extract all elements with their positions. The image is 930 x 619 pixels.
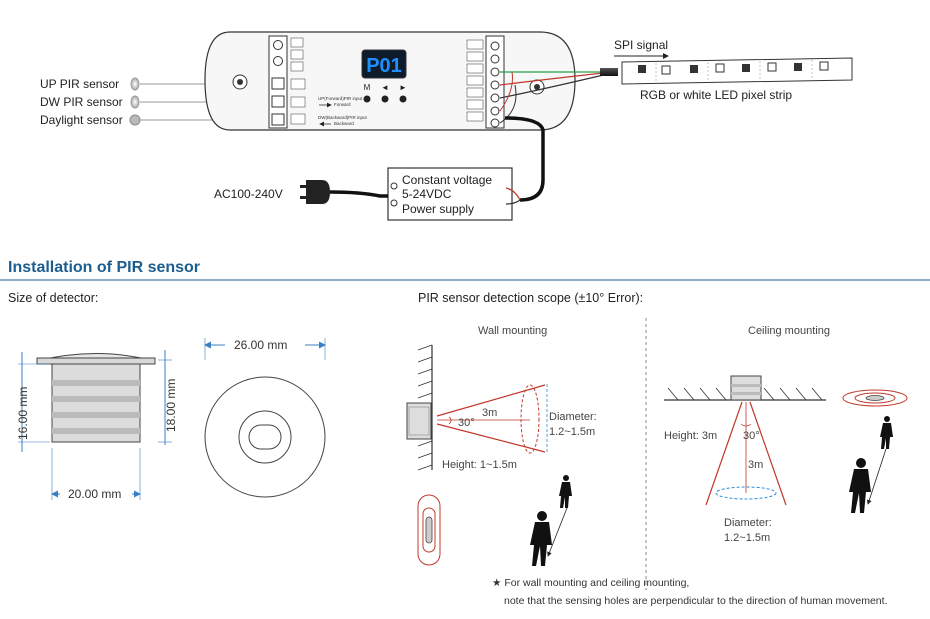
led-strip-label: RGB or white LED pixel strip [640, 88, 792, 102]
right-button[interactable] [399, 95, 407, 103]
psu-line-2: 5-24VDC [402, 187, 452, 201]
detector-side-view: 16.00 mm 18.00 mm 20.00 mm [16, 350, 178, 501]
dw-input-sub: Backward [334, 121, 354, 126]
installation-note: ★ For wall mounting and ceiling mounting… [492, 577, 888, 607]
daylight-sensor-icon [129, 114, 141, 126]
up-pir-label: UP PIR sensor [40, 77, 119, 91]
ceiling-height: Height: 3m [664, 430, 717, 442]
ceiling-mounting-diagram: Ceiling mounting 30° 3m Height: 3m Diame… [664, 325, 908, 544]
display-readout: P01 [366, 55, 402, 77]
width-20-label: 20.00 mm [68, 487, 121, 501]
psu-line-1: Constant voltage [402, 173, 492, 187]
dw-pir-sensor-icon [130, 95, 140, 109]
up-input-sub: Forward [334, 102, 351, 107]
led-display [361, 49, 407, 79]
note-line-1: ★ For wall mounting and ceiling mounting… [492, 577, 689, 589]
ceiling-distance: 3m [748, 459, 763, 471]
wall-height: Height: 1~1.5m [442, 459, 517, 471]
wall-angle: 30° [458, 417, 475, 429]
wall-diameter-label: Diameter: [549, 411, 597, 423]
ceiling-person-icon [849, 416, 893, 513]
button-label-left: ◄ [381, 83, 389, 92]
wall-distance: 3m [482, 407, 497, 419]
dw-input-text: DW(Backward)PIR input [318, 115, 368, 120]
ceiling-diameter-value: 1.2~1.5m [724, 532, 770, 544]
button-label-m: M [364, 83, 371, 92]
spi-output: SPI signal RGB or white LED pixel strip [600, 38, 853, 102]
power-supply: Constant voltage 5-24VDC Power supply [387, 167, 521, 221]
dw-pir-label: DW PIR sensor [40, 95, 123, 109]
ac-plug: AC100-240V [214, 180, 388, 204]
wall-mounting-diagram: Wall mounting 30° 3m Diameter: 1.2~1.5m … [406, 325, 597, 566]
section-title: Installation of PIR sensor [8, 259, 200, 276]
psu-line-3: Power supply [402, 202, 474, 216]
ceiling-angle: 30° [743, 430, 760, 442]
wall-diameter-value: 1.2~1.5m [549, 426, 595, 438]
daylight-label: Daylight sensor [40, 113, 123, 127]
spi-controller: UP(Forward)PIR input Forward DW(Backward… [204, 31, 576, 131]
spi-signal-label: SPI signal [614, 38, 668, 52]
wall-mounting-title: Wall mounting [478, 325, 547, 337]
led-pixel-strip [621, 57, 853, 85]
diameter-26-label: 26.00 mm [234, 338, 287, 352]
height-16-label: 16.00 mm [16, 387, 30, 440]
ceiling-mounting-title: Ceiling mounting [748, 325, 830, 337]
installation-section-header: Installation of PIR sensor [0, 259, 930, 281]
button-label-right: ► [399, 83, 407, 92]
ceiling-diameter-label: Diameter: [724, 517, 772, 529]
size-of-detector-title: Size of detector: [8, 291, 98, 305]
wall-person-icon [530, 475, 572, 566]
m-button[interactable] [363, 95, 371, 103]
ac-input-label: AC100-240V [214, 187, 283, 201]
sensor-input-labels: UP PIR sensor DW PIR sensor Daylight sen… [40, 77, 123, 127]
height-18-label: 18.00 mm [164, 379, 178, 432]
left-button[interactable] [381, 95, 389, 103]
detection-scope-title: PIR sensor detection scope (±10° Error): [418, 291, 643, 305]
up-pir-sensor-icon [130, 77, 140, 91]
output-wires [499, 71, 613, 202]
detector-front-view: 26.00 mm [204, 338, 326, 498]
note-line-2: note that the sensing holes are perpendi… [504, 595, 888, 607]
up-input-text: UP(Forward)PIR input [318, 96, 363, 101]
